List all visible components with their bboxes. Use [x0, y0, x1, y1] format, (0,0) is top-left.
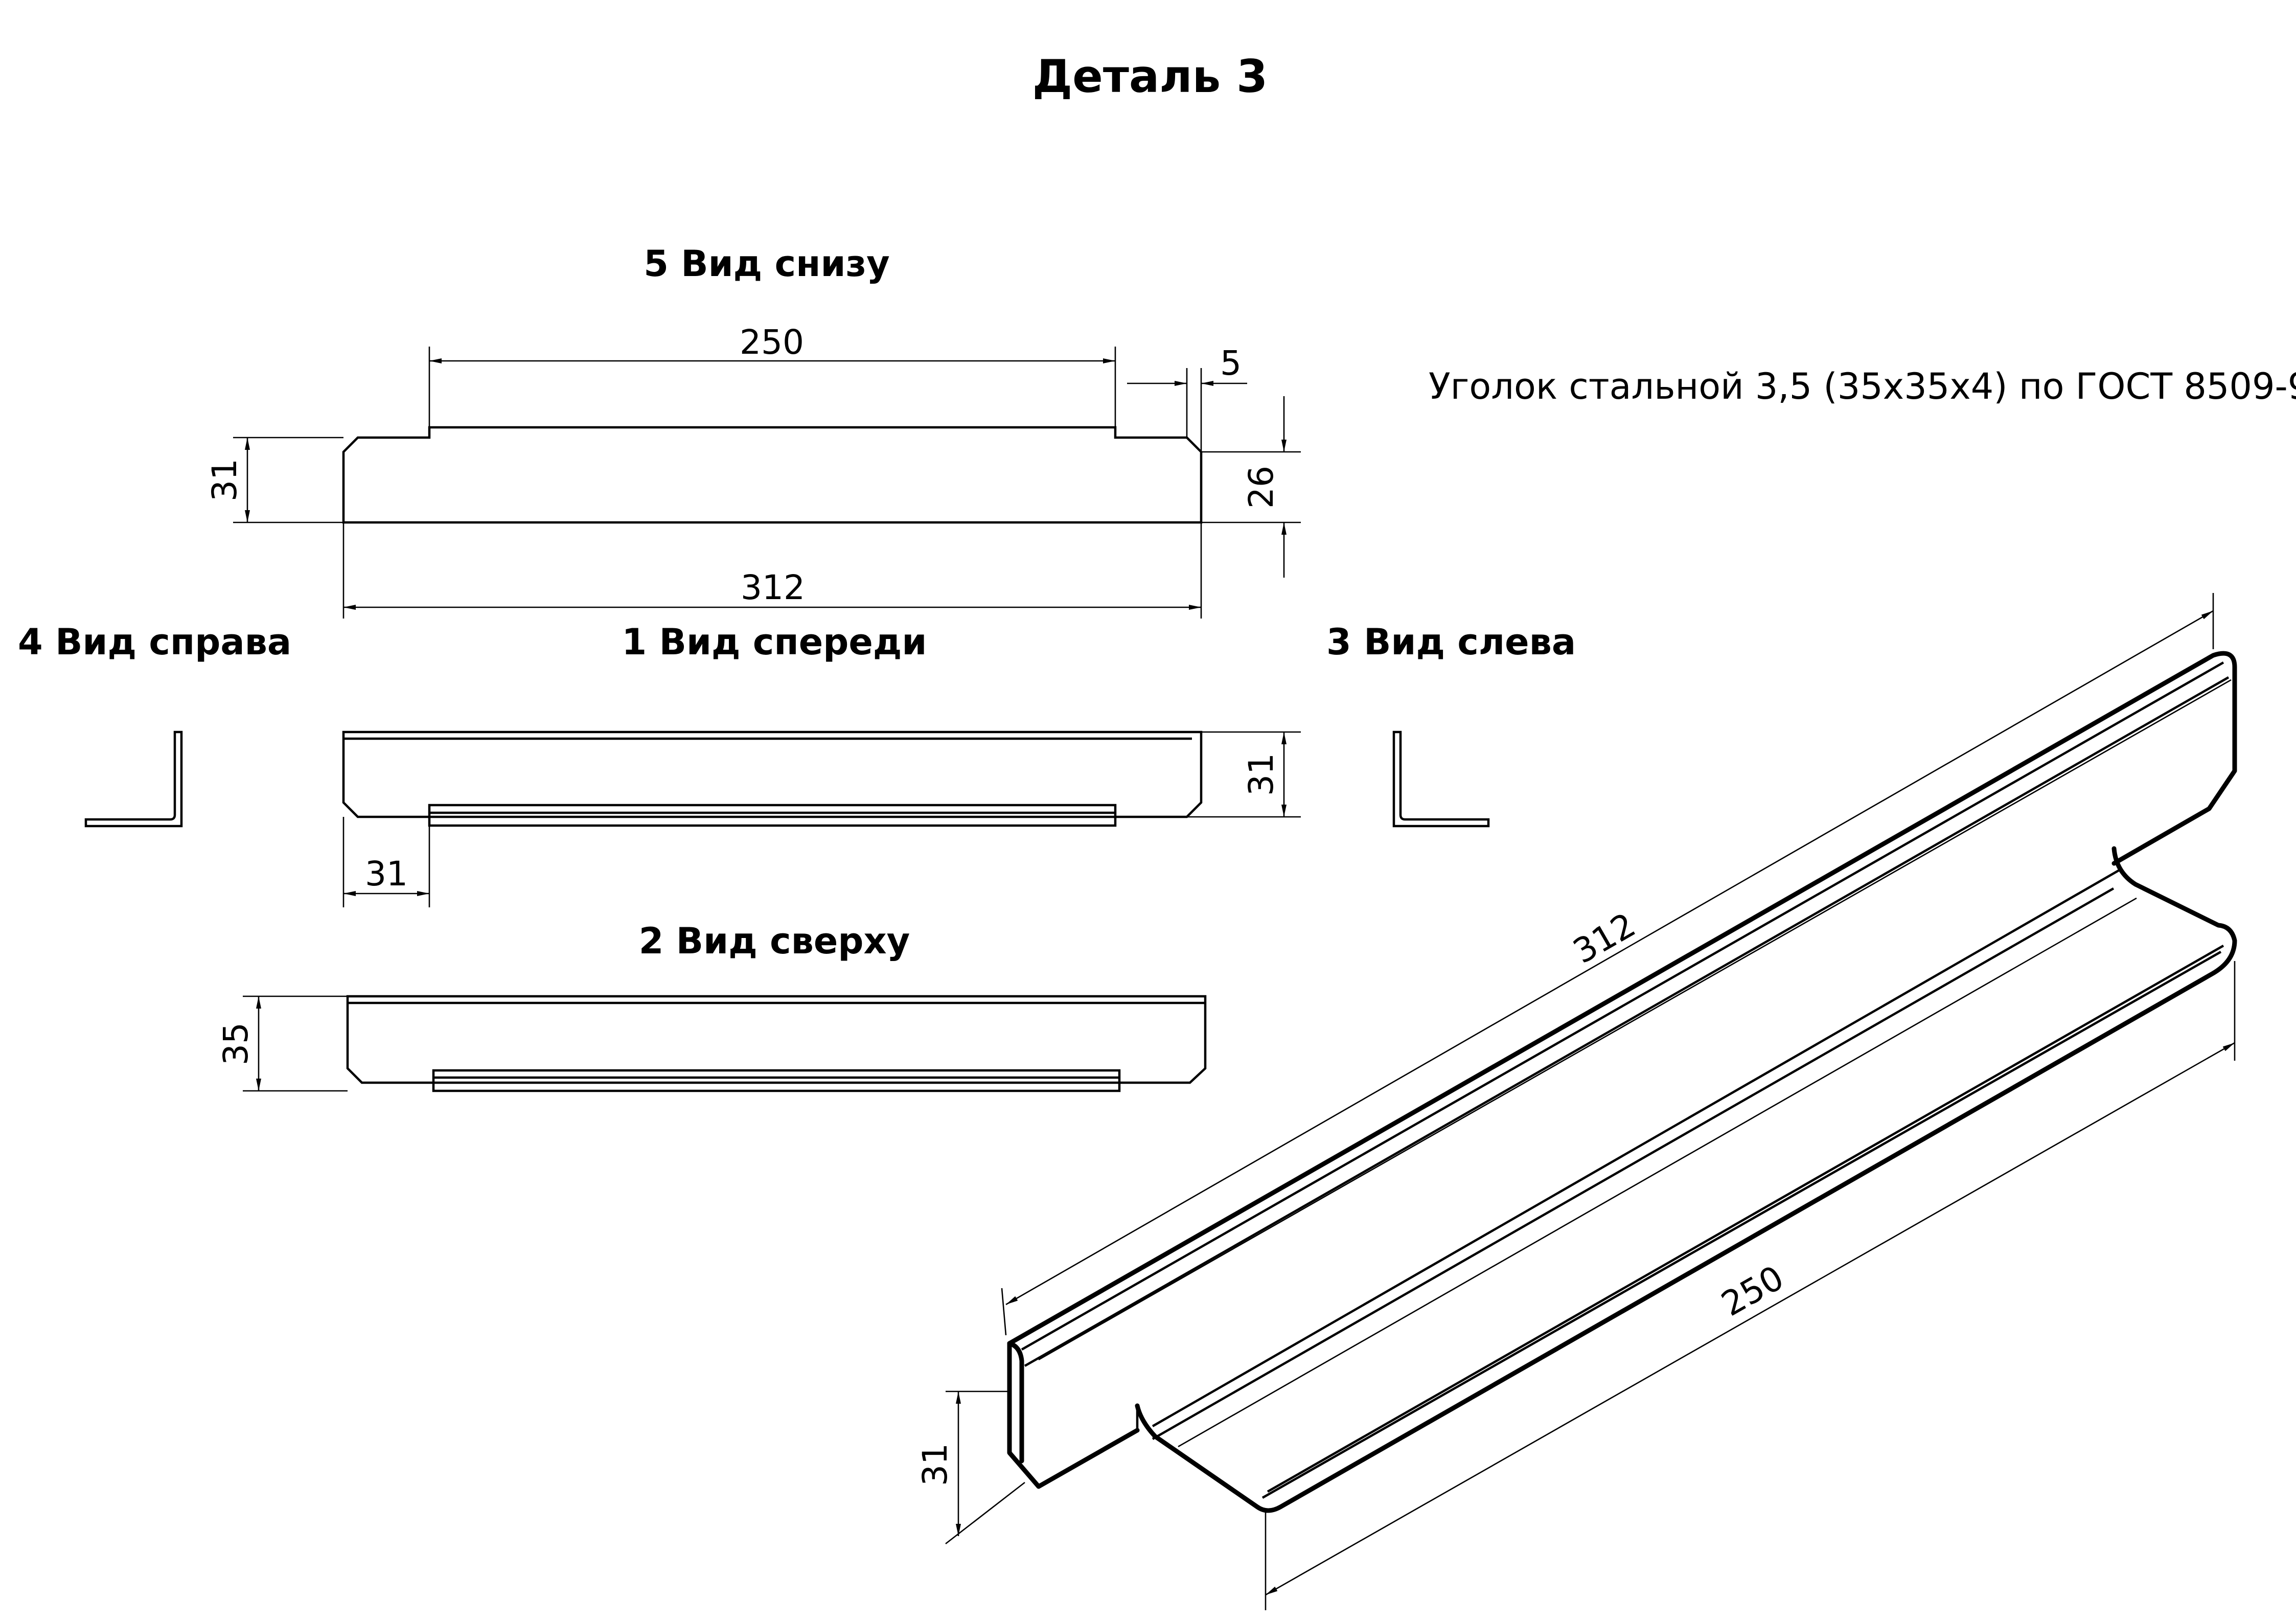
dim-5-bottom: 5	[1220, 344, 1242, 383]
iso-vertical-flange	[1007, 651, 2237, 1346]
bottom-view-outline	[342, 426, 1203, 524]
dim-250-bottom: 250	[740, 323, 804, 362]
bottom-view: 250 5 31 26 312	[205, 323, 1301, 619]
top-view: 35	[216, 995, 1207, 1092]
dim-250-iso: 250	[1715, 1258, 1790, 1324]
view-label-right: 4 Вид справа	[18, 621, 291, 663]
dim-31-bottom: 31	[205, 459, 244, 501]
right-view-profile	[84, 730, 183, 828]
view-label-left: 3 Вид слева	[1326, 621, 1576, 663]
dim-312-bottom: 312	[741, 568, 805, 607]
drawing-title: Деталь 3	[1032, 50, 1268, 103]
dim-26-bottom: 26	[1242, 466, 1281, 509]
front-view: 31 31	[342, 730, 1301, 907]
view-label-top: 2 Вид сверху	[639, 920, 910, 962]
view-label-front: 1 Вид спереди	[622, 621, 927, 663]
iso-horizontal-flange	[1135, 846, 2237, 1513]
dim-35-top: 35	[216, 1022, 256, 1065]
dim-31-iso: 31	[915, 1443, 955, 1486]
dim-31-front: 31	[1242, 753, 1281, 796]
material-note: Уголок стальной 3,5 (35х35х4) по ГОСТ 85…	[1429, 365, 2296, 407]
view-label-bottom: 5 Вид снизу	[644, 243, 890, 285]
isometric-view: 312 250 31	[915, 593, 2237, 1610]
dim-31-front-cut: 31	[365, 854, 408, 894]
left-view-profile	[1392, 730, 1490, 828]
